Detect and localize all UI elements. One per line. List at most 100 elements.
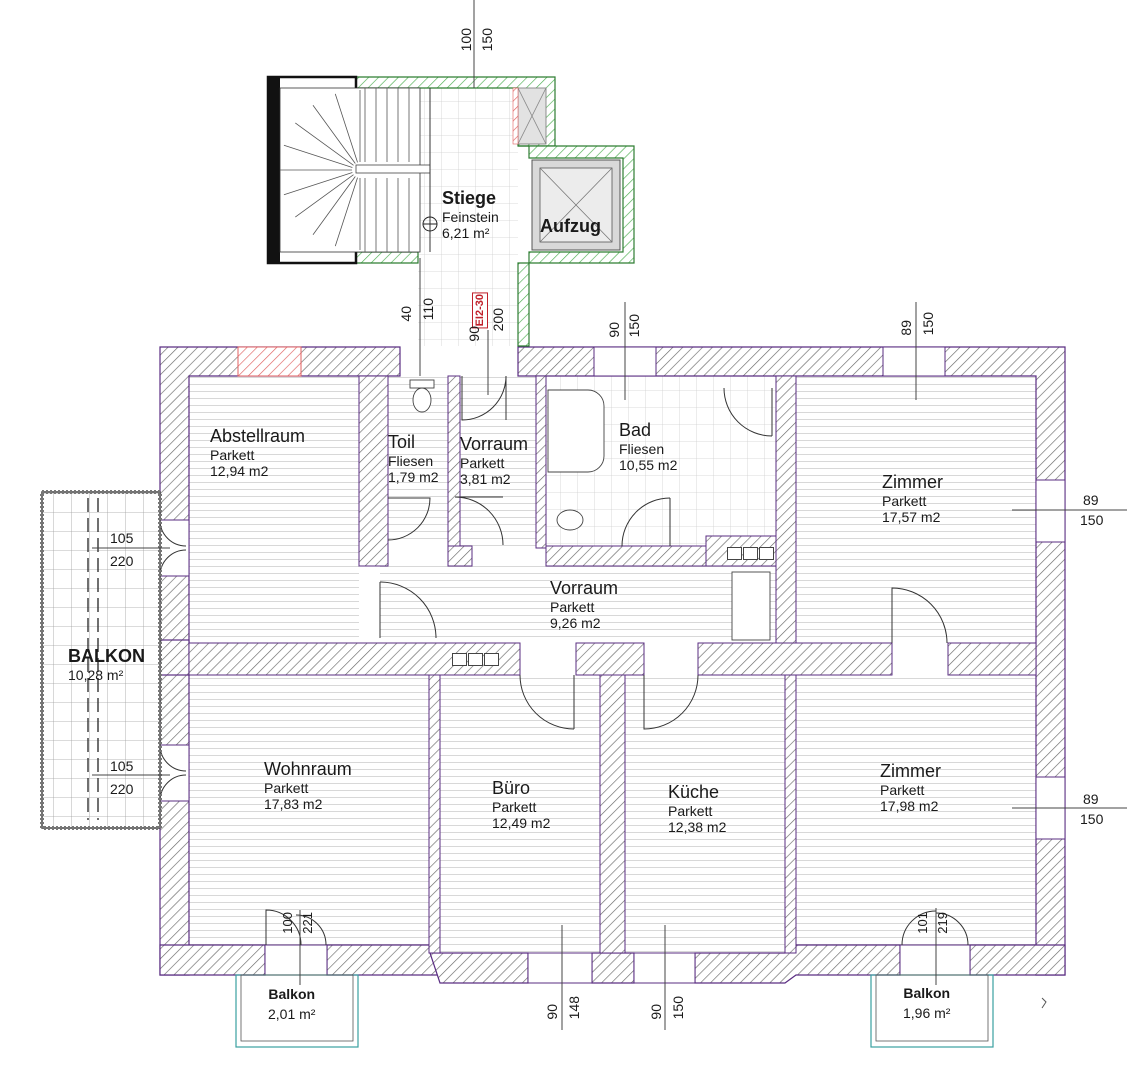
room-floor: Parkett	[460, 454, 505, 471]
stair-tread	[312, 105, 356, 164]
interior-walls	[188, 375, 1037, 954]
dim-label: 219	[935, 912, 950, 934]
room-balkon-right: Balkon 1,96 m²	[903, 985, 950, 1021]
room-floor: Parkett	[882, 492, 927, 509]
balcony-south-left	[235, 974, 359, 1048]
dim-label: 150	[1080, 512, 1104, 528]
room-floor: Parkett	[668, 802, 713, 819]
room-vorraum-small: Vorraum Parkett 3,81 m2	[460, 434, 528, 487]
vent-icon	[452, 653, 467, 666]
room-floor: Parkett	[264, 779, 309, 796]
dim-label: 100	[280, 912, 295, 934]
dim-label: 220	[110, 553, 134, 569]
dim-label: 110	[420, 298, 436, 321]
dim-label: 90	[648, 1004, 664, 1020]
room-name: Zimmer	[882, 472, 943, 492]
room-balkon-left: Balkon 2,01 m²	[268, 986, 315, 1022]
dim-label: 100	[458, 28, 474, 52]
room-floor: Feinstein	[442, 208, 499, 225]
room-floor: Parkett	[210, 446, 255, 463]
stair-tread	[295, 122, 354, 166]
room-name: Büro	[492, 778, 531, 798]
vent-icon	[468, 653, 483, 666]
room-floor: Parkett	[492, 798, 537, 815]
room-area: 3,81 m2	[460, 470, 511, 487]
stair-handrail	[355, 164, 431, 174]
stair-tread	[283, 172, 353, 196]
room-zimmer-north: Zimmer Parkett 17,57 m2	[882, 472, 943, 525]
sanitary-fixtures	[409, 379, 771, 641]
room-area: 12,38 m2	[668, 818, 727, 835]
room-name: Abstellraum	[210, 426, 306, 446]
room-name: Vorraum	[460, 434, 529, 454]
markers	[1041, 997, 1047, 1009]
room-buero: Büro Parkett 12,49 m2	[492, 778, 550, 831]
room-balkon-west: BALKON 10,28 m²	[68, 646, 145, 683]
room-toil: Toil Fliesen 1,79 m2	[388, 432, 439, 485]
stair-tread	[312, 176, 356, 235]
room-zimmer-south: Zimmer Parkett 17,98 m2	[880, 761, 941, 814]
dim-label: 101	[915, 912, 930, 934]
room-floor: Fliesen	[388, 452, 434, 469]
window-infill	[237, 346, 302, 377]
room-stiege: Stiege Feinstein 6,21 m²	[442, 188, 499, 241]
dim-label: 150	[920, 312, 936, 336]
dim-label: 105	[110, 530, 134, 546]
dim-label: 89	[1083, 791, 1099, 807]
dim-label: 89	[1083, 492, 1099, 508]
room-floor: Fliesen	[619, 440, 665, 457]
room-floor: Parkett	[880, 781, 925, 798]
dim-label: 220	[110, 781, 134, 797]
room-wohnraum: Wohnraum Parkett 17,83 m2	[264, 759, 352, 812]
room-area: 2,01 m²	[268, 1006, 316, 1023]
room-area: 12,49 m2	[492, 814, 551, 831]
dim-label: 150	[670, 996, 686, 1020]
room-name: Zimmer	[880, 761, 941, 781]
room-name: Bad	[619, 420, 652, 440]
room-name: BALKON	[68, 646, 145, 666]
room-name: Stiege	[442, 188, 497, 208]
stair-tread	[334, 177, 358, 247]
room-name: Küche	[668, 782, 720, 802]
dim-label: 89	[898, 320, 914, 336]
dim-label: 90	[606, 322, 622, 338]
exterior-walls	[159, 346, 1066, 984]
room-name: Vorraum	[550, 578, 619, 598]
room-kueche: Küche Parkett 12,38 m2	[668, 782, 726, 835]
stair-tread	[283, 144, 353, 168]
room-area: 9,26 m2	[550, 614, 601, 631]
stair-tread	[295, 174, 354, 218]
room-name: Toil	[388, 432, 416, 452]
room-area: 1,79 m2	[388, 468, 439, 485]
dim-label: 105	[110, 758, 134, 774]
dim-label: 90	[544, 1004, 560, 1020]
vent-icon	[743, 547, 758, 560]
room-area: 1,96 m²	[903, 1005, 951, 1022]
room-abstellraum: Abstellraum Parkett 12,94 m2	[210, 426, 305, 479]
room-bad: Bad Fliesen 10,55 m2	[619, 420, 677, 473]
room-area: 17,98 m2	[880, 797, 939, 814]
vent-icon	[759, 547, 774, 560]
room-name: Balkon	[268, 986, 316, 1002]
room-area: 12,94 m2	[210, 462, 269, 479]
vent-icon	[727, 547, 742, 560]
dim-label: 150	[626, 314, 642, 338]
room-area: 6,21 m²	[442, 224, 490, 241]
room-area: 10,55 m2	[619, 456, 678, 473]
stair-tread	[334, 93, 358, 163]
room-vorraum-hall: Vorraum Parkett 9,26 m2	[550, 578, 618, 631]
dim-label: 148	[566, 996, 582, 1020]
room-area: 17,83 m2	[264, 795, 323, 812]
room-aufzug: Aufzug	[540, 216, 601, 236]
room-area: 17,57 m2	[882, 508, 941, 525]
stair-treads	[280, 88, 431, 252]
dimension-lines	[92, 0, 1127, 1030]
dim-label: 150	[1080, 811, 1104, 827]
fire-rating-label: EI2-30	[472, 292, 488, 329]
door-swings	[159, 375, 969, 946]
vent-icon	[484, 653, 499, 666]
dim-label: 90	[466, 326, 482, 342]
room-floor: Parkett	[550, 598, 595, 615]
room-area: 10,28 m²	[68, 666, 124, 683]
